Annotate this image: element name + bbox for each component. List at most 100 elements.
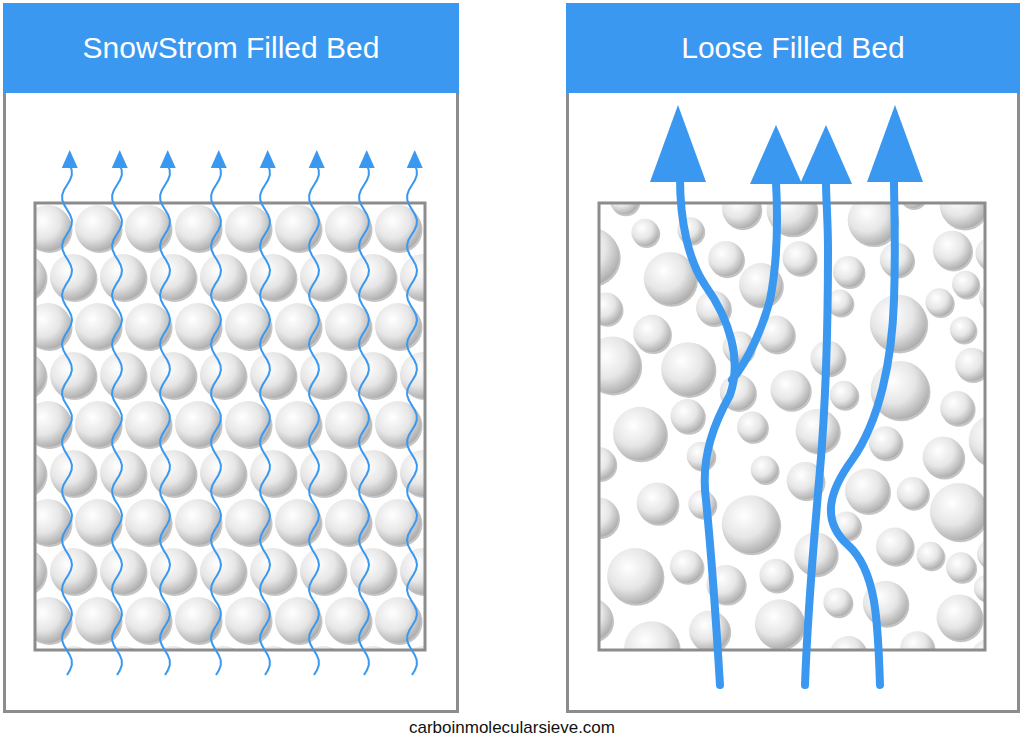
particle (350, 450, 396, 496)
particle (36, 401, 71, 447)
particle (900, 204, 926, 208)
particle (175, 205, 221, 251)
particle (200, 548, 246, 594)
particle (771, 370, 811, 410)
particle (325, 499, 371, 545)
flow-arrowhead (260, 150, 276, 168)
particle (275, 205, 321, 251)
particle (400, 352, 424, 398)
particle (225, 597, 271, 643)
particle (300, 450, 346, 496)
particle (36, 205, 71, 251)
particle (350, 352, 396, 398)
particle (75, 303, 121, 349)
particle (225, 303, 271, 349)
particle (796, 409, 840, 453)
particle (633, 315, 670, 352)
particle (50, 450, 96, 496)
flow-arrowhead (112, 150, 128, 168)
particle (782, 241, 816, 275)
particle (100, 450, 146, 496)
particle (759, 559, 792, 592)
particle (125, 597, 171, 643)
particle (755, 599, 804, 648)
particle (325, 401, 371, 447)
particle (937, 595, 983, 641)
particle (350, 254, 396, 300)
particle (50, 254, 96, 300)
header-band: SnowStrom Filled Bed (3, 3, 459, 93)
particle (125, 401, 171, 447)
particle (325, 597, 371, 643)
particle (946, 552, 976, 582)
particle (36, 352, 46, 398)
particle (971, 639, 984, 649)
flow-arrowheads (650, 105, 923, 184)
particle (125, 499, 171, 545)
caption: carboinmolecularsieve.com (0, 718, 1024, 738)
particle (275, 401, 321, 447)
particle (940, 391, 974, 425)
particle (125, 303, 171, 349)
particle (708, 241, 743, 276)
particle (75, 597, 121, 643)
particle (670, 550, 703, 583)
particle (325, 303, 371, 349)
particle (150, 548, 196, 594)
particle (250, 450, 296, 496)
particle (225, 205, 271, 251)
particle (200, 254, 246, 300)
particle (933, 231, 972, 270)
particle (624, 621, 679, 649)
particle (36, 597, 71, 643)
particle (848, 204, 898, 245)
particle (974, 575, 984, 601)
particle (600, 447, 616, 480)
particle (600, 336, 641, 393)
particle (225, 401, 271, 447)
particle (689, 611, 730, 649)
particle (751, 456, 778, 483)
particle (300, 548, 346, 594)
particle (50, 548, 96, 594)
particle (600, 497, 618, 537)
particle (275, 597, 321, 643)
particle (600, 598, 613, 641)
particle (833, 256, 864, 287)
panel-box: Loose Filled Bed (566, 3, 1020, 713)
particle (722, 495, 780, 553)
particle (955, 348, 984, 381)
particle (952, 271, 979, 298)
particle (175, 401, 221, 447)
particle (400, 548, 424, 594)
particle (600, 228, 619, 285)
particle (75, 401, 121, 447)
flow-arrowhead (407, 150, 423, 168)
particle (36, 548, 46, 594)
particle (75, 499, 121, 545)
particle (671, 399, 705, 433)
particle (925, 288, 953, 316)
flow-line (260, 165, 270, 675)
flow-arrowhead (160, 150, 176, 168)
panel-box: SnowStrom Filled Bed (3, 3, 459, 713)
particle (350, 548, 396, 594)
flow-arrowhead (309, 150, 325, 168)
particle (923, 436, 964, 477)
particle (50, 352, 96, 398)
loose-particles (600, 204, 984, 649)
particle (250, 352, 296, 398)
particle (400, 450, 424, 496)
particle (125, 205, 171, 251)
particle (175, 597, 221, 643)
flow-line (359, 165, 369, 675)
particle (661, 342, 715, 396)
particle (613, 407, 666, 460)
particle (940, 204, 984, 229)
flow-line (62, 165, 72, 675)
particle (869, 426, 902, 459)
particle (250, 254, 296, 300)
particle (150, 254, 196, 300)
particle (100, 548, 146, 594)
particle (600, 292, 622, 324)
